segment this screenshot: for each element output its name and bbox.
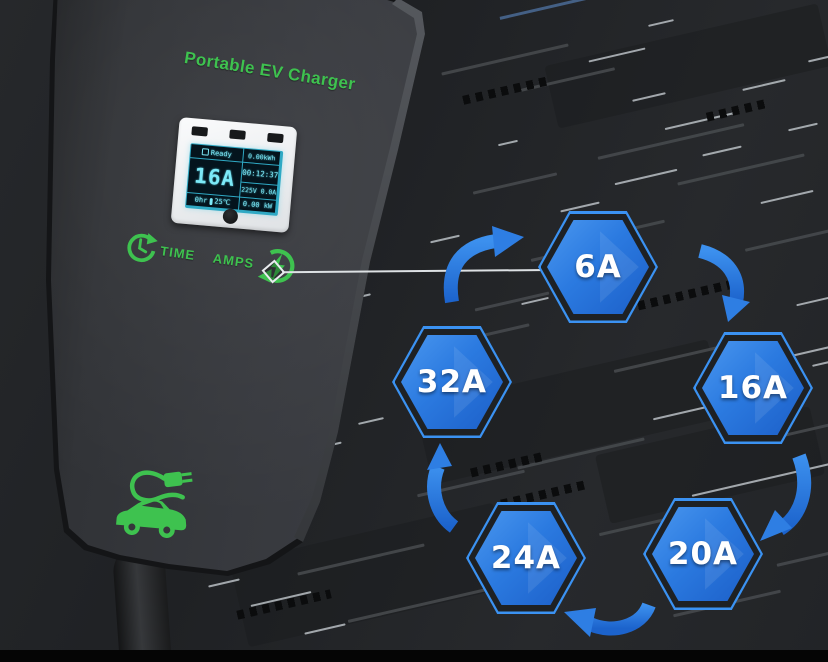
ev-car-charging-icon <box>116 470 193 539</box>
arrow-6a-to-16a <box>697 244 750 322</box>
amp-option-16a: 16A <box>693 332 813 444</box>
arrow-20a-to-24a <box>564 601 656 637</box>
amp-option-label: 32A <box>416 364 488 400</box>
amp-option-24a: 24A <box>466 502 586 614</box>
amp-option-label: 6A <box>574 249 622 285</box>
clock-cycle-icon <box>127 233 158 263</box>
amp-option-label: 16A <box>717 370 789 406</box>
arrow-32a-to-6a <box>443 226 524 304</box>
letterbox-bar <box>0 650 828 662</box>
amp-option-20a: 20A <box>643 498 763 610</box>
device-controls: TIME AMPS <box>120 226 298 288</box>
amp-option-6a: 6A <box>538 211 658 323</box>
amp-option-label: 20A <box>667 536 739 572</box>
amp-option-32a: 32A <box>392 326 512 438</box>
arrow-24a-to-32a <box>427 443 459 533</box>
arrow-16a-to-20a <box>760 453 812 541</box>
lightning-cycle-icon <box>257 249 295 283</box>
amp-option-label: 24A <box>490 540 562 576</box>
